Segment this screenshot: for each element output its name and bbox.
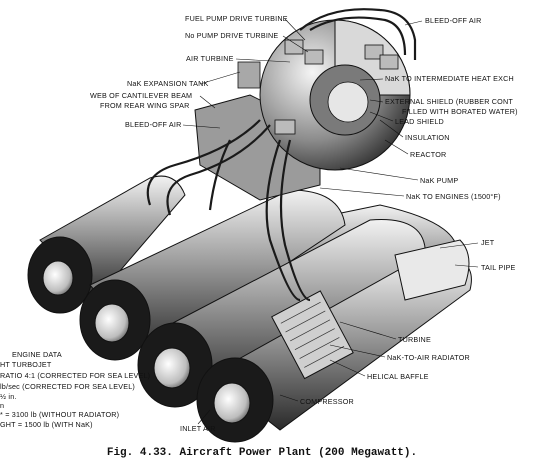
label-nak-expansion-tank: NaK EXPANSION TANK — [127, 79, 209, 88]
label-compressor: COMPRESSOR — [300, 397, 354, 406]
engine-data-line: RATIO 4:1 (CORRECTED FOR SEA LEVEL) — [0, 371, 150, 380]
label-insulation: INSULATION — [405, 133, 450, 142]
engine-back-left — [27, 175, 186, 314]
engine-data-line: GHT = 1500 lb (WITH NaK) — [0, 420, 93, 429]
engine-data-line: n — [0, 401, 4, 410]
engine-data-line: ½ in. — [0, 392, 17, 401]
label-web-line2: FROM REAR WING SPAR — [100, 101, 190, 110]
label-nak-pump: NaK PUMP — [420, 176, 458, 185]
label-bleed-off-air-left: BLEED-OFF AIR — [125, 120, 182, 129]
label-reactor: REACTOR — [410, 150, 446, 159]
engine-data-line: HT TURBOJET — [0, 360, 52, 369]
figure-caption: Fig. 4.33. Aircraft Power Plant (200 Meg… — [107, 447, 417, 459]
engine-front — [196, 239, 472, 443]
engine-data-title: ENGINE DATA — [12, 350, 62, 359]
tanks-and-turbines — [237, 39, 399, 135]
label-nak-to-engines: NaK TO ENGINES (1500°F) — [406, 192, 501, 201]
label-external-shield-line1: EXTERNAL SHIELD (RUBBER CONT — [385, 97, 513, 106]
engine-mid-left — [79, 189, 346, 361]
engine-data-line: lb/sec (CORRECTED FOR SEA LEVEL) — [0, 382, 135, 391]
label-inlet-air: INLET AIR — [180, 424, 216, 433]
label-external-shield-line2: FILLED WITH BORATED WATER) — [402, 107, 518, 116]
label-helical-baffle: HELICAL BAFFLE — [367, 372, 429, 381]
label-nak-to-air-radiator: NaK-TO-AIR RADIATOR — [387, 353, 470, 362]
label-turbine: TURBINE — [398, 335, 431, 344]
label-nak-to-heat-exch: NaK TO INTERMEDIATE HEAT EXCH — [385, 74, 514, 83]
label-lead-shield: LEAD SHIELD — [395, 117, 444, 126]
label-tail-pipe: TAIL PIPE — [481, 263, 516, 272]
nak-piping — [146, 8, 417, 302]
label-jet: JET — [481, 238, 495, 247]
label-web-line1: WEB OF CANTILEVER BEAM — [90, 91, 192, 100]
label-fuel-pump-drive-turbine: FUEL PUMP DRIVE TURBINE — [185, 14, 288, 23]
label-bleed-off-air-top: BLEED-OFF AIR — [425, 16, 482, 25]
leader-lines — [182, 18, 479, 425]
engine-data-block: ENGINE DATA HT TURBOJET RATIO 4:1 (CORRE… — [0, 350, 150, 429]
engine-data-line: * = 3100 lb (WITHOUT RADIATOR) — [0, 410, 119, 419]
label-air-turbine: AIR TURBINE — [186, 54, 234, 63]
reactor-sphere — [259, 19, 411, 171]
label-no-pump-drive-turbine: No PUMP DRIVE TURBINE — [185, 31, 278, 40]
